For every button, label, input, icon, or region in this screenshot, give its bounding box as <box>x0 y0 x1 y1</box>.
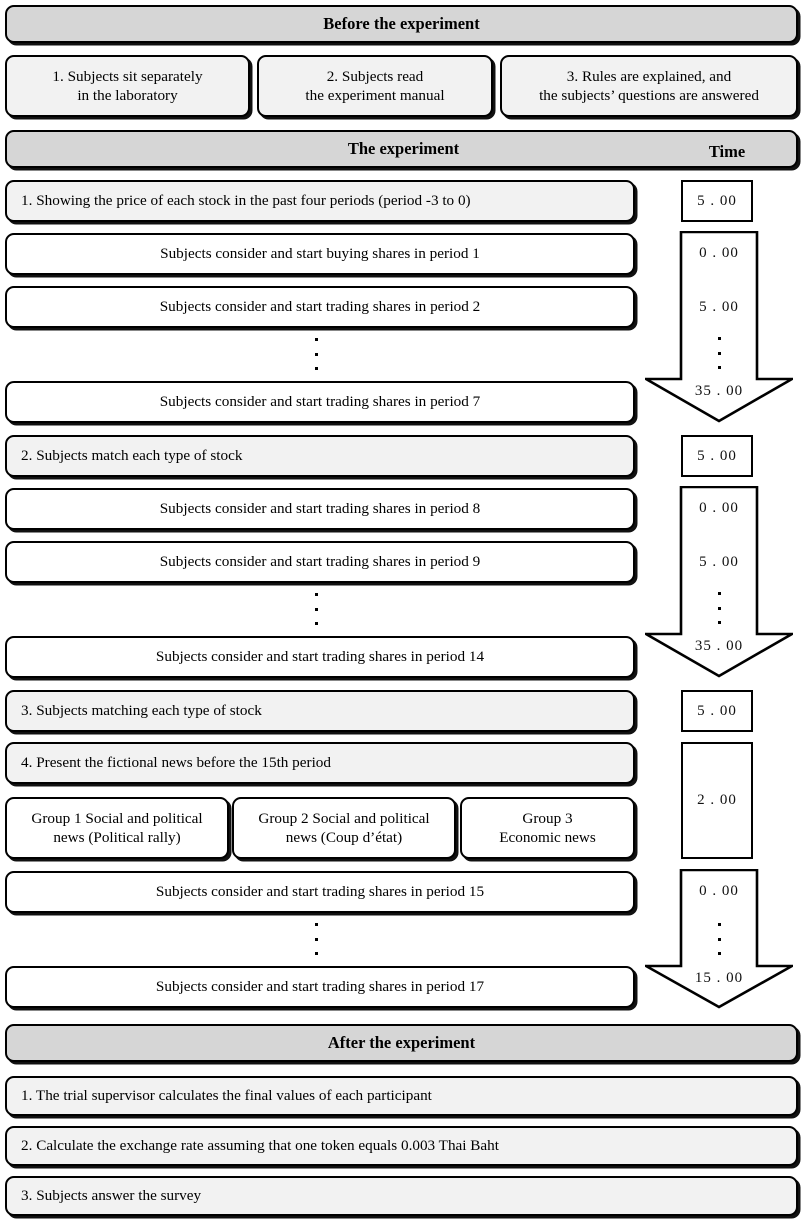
experiment-row-9-label: 3. Subjects matching each type of stock <box>21 702 262 720</box>
after-step-3-label: 3. Subjects answer the survey <box>21 1187 202 1205</box>
time-arrow-3-top-value: 0 . 00 <box>699 883 739 899</box>
before-step-1-label: 1. Subjects sit separately in the labora… <box>52 67 203 104</box>
group-box-1-label: Group 1 Social and political news (Polit… <box>31 809 203 846</box>
time-arrow-2-ellipsis <box>716 592 722 624</box>
section-header-after-label: After the experiment <box>327 1033 476 1053</box>
time-arrow-2-top-value: 0 . 00 <box>699 500 739 516</box>
time-arrow-1: 0 . 00 5 . 00 35 . 00 <box>645 231 793 423</box>
ellipsis-2 <box>313 593 319 625</box>
section-header-before: Before the experiment <box>5 5 798 43</box>
dot <box>314 338 318 341</box>
ellipsis-3 <box>313 923 319 955</box>
after-step-3: 3. Subjects answer the survey <box>5 1176 798 1216</box>
experiment-row-7-label: Subjects consider and start trading shar… <box>159 553 481 571</box>
dot <box>314 352 318 356</box>
dot <box>717 621 721 624</box>
experiment-row-8-label: Subjects consider and start trading shar… <box>155 648 485 666</box>
before-step-3-label: 3. Rules are explained, and the subjects… <box>539 67 759 104</box>
experiment-row-7: Subjects consider and start trading shar… <box>5 541 635 583</box>
time-box-4-value: 2 . 00 <box>697 792 737 808</box>
dot <box>717 606 721 610</box>
experiment-row-11: Subjects consider and start trading shar… <box>5 871 635 913</box>
dot <box>314 923 318 926</box>
time-arrow-3-ellipsis <box>716 923 722 955</box>
dot <box>717 923 721 926</box>
time-arrow-1-top-value: 0 . 00 <box>699 245 739 261</box>
group-box-3-label: Group 3 Economic news <box>499 809 596 846</box>
time-box-3: 5 . 00 <box>681 690 753 732</box>
experiment-row-9: 3. Subjects matching each type of stock <box>5 690 635 732</box>
experiment-row-3: Subjects consider and start trading shar… <box>5 286 635 328</box>
before-step-2: 2. Subjects read the experiment manual <box>257 55 493 117</box>
experiment-row-2-label: Subjects consider and start buying share… <box>160 245 480 263</box>
dot <box>717 366 721 369</box>
experiment-row-6-label: Subjects consider and start trading shar… <box>159 500 481 518</box>
time-box-2: 5 . 00 <box>681 435 753 477</box>
time-arrow-2-shape <box>645 486 793 678</box>
experiment-row-6: Subjects consider and start trading shar… <box>5 488 635 530</box>
experiment-row-1: 1. Showing the price of each stock in th… <box>5 180 635 222</box>
time-arrow-3: 0 . 00 15 . 00 <box>645 869 793 1009</box>
group-box-3: Group 3 Economic news <box>460 797 635 859</box>
time-arrow-1-mid-value: 5 . 00 <box>699 299 739 315</box>
time-arrow-2-total-value: 35 . 00 <box>694 638 744 654</box>
section-header-before-label: Before the experiment <box>323 14 480 34</box>
dot <box>314 622 318 625</box>
experiment-row-3-label: Subjects consider and start trading shar… <box>159 298 481 316</box>
time-box-3-value: 5 . 00 <box>697 702 737 719</box>
time-arrow-3-total-value: 15 . 00 <box>694 970 744 986</box>
time-arrow-1-total-value: 35 . 00 <box>694 383 744 399</box>
group-box-1: Group 1 Social and political news (Polit… <box>5 797 229 859</box>
section-header-after: After the experiment <box>5 1024 798 1062</box>
after-step-2-label: 2. Calculate the exchange rate assuming … <box>21 1137 499 1155</box>
experiment-row-5: 2. Subjects match each type of stock <box>5 435 635 477</box>
time-box-2-value: 5 . 00 <box>697 447 737 464</box>
after-step-1: 1. The trial supervisor calculates the f… <box>5 1076 798 1116</box>
ellipsis-1 <box>313 338 319 370</box>
after-step-1-label: 1. The trial supervisor calculates the f… <box>21 1087 432 1105</box>
group-box-2: Group 2 Social and political news (Coup … <box>232 797 456 859</box>
experiment-row-5-label: 2. Subjects match each type of stock <box>21 447 243 465</box>
experiment-row-10: 4. Present the fictional news before the… <box>5 742 635 784</box>
dot <box>717 952 721 955</box>
dot <box>717 337 721 340</box>
experiment-row-12-label: Subjects consider and start trading shar… <box>155 978 485 996</box>
dot <box>314 367 318 370</box>
time-arrow-2-mid-value: 5 . 00 <box>699 554 739 570</box>
dot <box>314 937 318 941</box>
time-arrow-1-ellipsis <box>716 337 722 369</box>
section-header-experiment-label: The experiment <box>347 139 460 159</box>
dot <box>314 952 318 955</box>
experiment-row-4: Subjects consider and start trading shar… <box>5 381 635 423</box>
experiment-row-1-label: 1. Showing the price of each stock in th… <box>21 192 471 210</box>
experiment-row-12: Subjects consider and start trading shar… <box>5 966 635 1008</box>
group-box-2-label: Group 2 Social and political news (Coup … <box>258 809 430 846</box>
dot <box>717 592 721 595</box>
dot <box>314 593 318 596</box>
experiment-row-11-label: Subjects consider and start trading shar… <box>155 883 485 901</box>
section-header-experiment: The experiment Time <box>5 130 798 168</box>
before-step-3: 3. Rules are explained, and the subjects… <box>500 55 798 117</box>
experiment-row-10-label: 4. Present the fictional news before the… <box>21 754 331 772</box>
dot <box>717 351 721 355</box>
time-arrow-2: 0 . 00 5 . 00 35 . 00 <box>645 486 793 678</box>
dot <box>717 937 721 941</box>
time-box-1-value: 5 . 00 <box>697 192 737 209</box>
experiment-row-8: Subjects consider and start trading shar… <box>5 636 635 678</box>
before-step-2-label: 2. Subjects read the experiment manual <box>305 67 445 104</box>
dot <box>314 607 318 611</box>
time-column-header: Time <box>708 142 746 161</box>
experiment-row-4-label: Subjects consider and start trading shar… <box>159 393 481 411</box>
time-box-4: 2 . 00 <box>681 742 753 859</box>
experiment-row-2: Subjects consider and start buying share… <box>5 233 635 275</box>
time-arrow-1-shape <box>645 231 793 423</box>
before-step-1: 1. Subjects sit separately in the labora… <box>5 55 250 117</box>
time-box-1: 5 . 00 <box>681 180 753 222</box>
after-step-2: 2. Calculate the exchange rate assuming … <box>5 1126 798 1166</box>
